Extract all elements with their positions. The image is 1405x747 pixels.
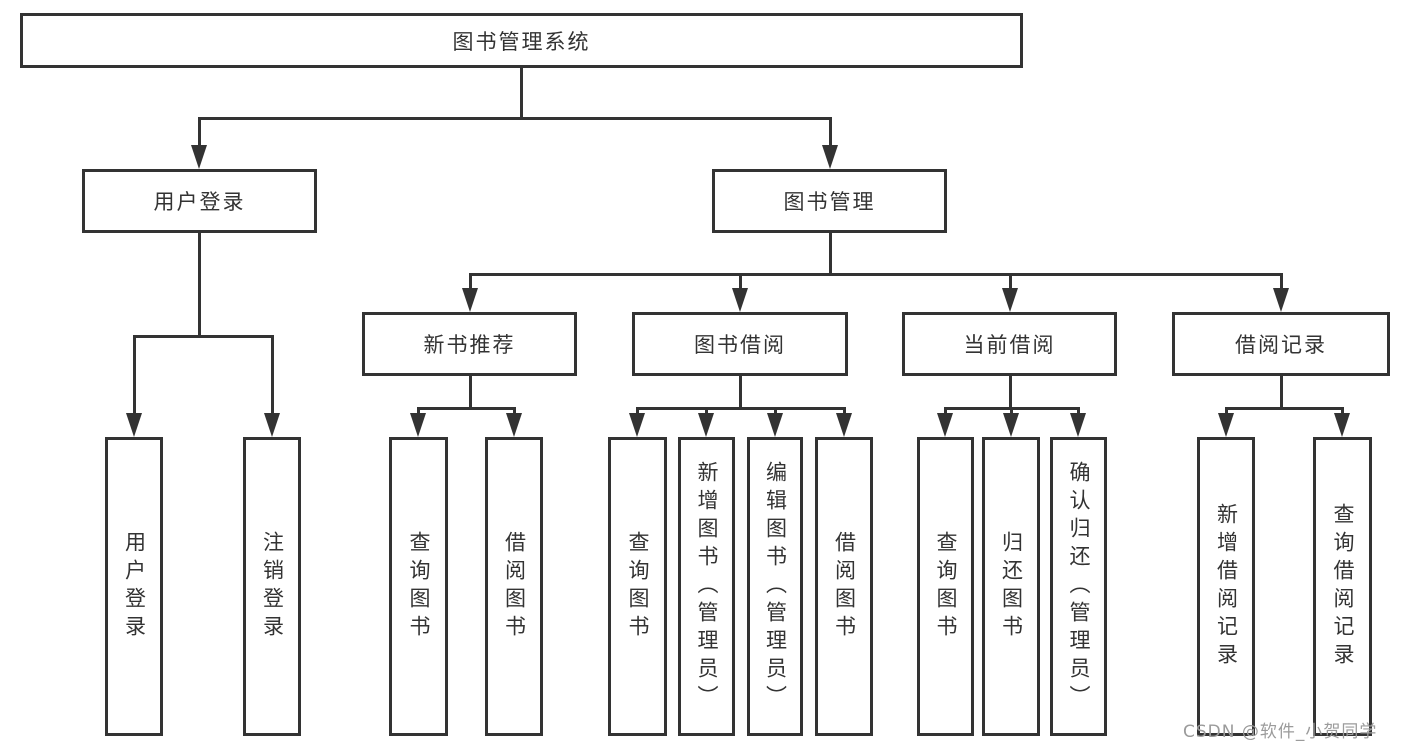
arrow-down-icon bbox=[1334, 413, 1350, 437]
node-cb-return-books: 归还图书 bbox=[982, 437, 1040, 736]
arrow-down-icon bbox=[822, 145, 838, 169]
arrow-down-icon bbox=[462, 288, 478, 312]
node-root-label: 图书管理系统 bbox=[452, 29, 591, 54]
arrow-down-icon bbox=[506, 413, 522, 437]
arrow-down-icon bbox=[836, 413, 852, 437]
node-nbr-borrow-books: 借阅图书 bbox=[485, 437, 543, 736]
arrow-down-icon bbox=[698, 413, 714, 437]
arrow-down-icon bbox=[1070, 413, 1086, 437]
node-leaf-user-login: 用户登录 bbox=[105, 437, 163, 736]
connector-stem bbox=[198, 233, 201, 338]
node-nbr-query-books: 查询图书 bbox=[389, 437, 448, 736]
node-cb-confirm-return-label: 确认归还（管理员） bbox=[1067, 460, 1091, 713]
arrow-down-icon bbox=[1003, 413, 1019, 437]
node-bb-borrow-books-label: 借阅图书 bbox=[832, 530, 857, 643]
arrow-down-icon bbox=[1273, 288, 1289, 312]
node-cb-query-books: 查询图书 bbox=[917, 437, 974, 736]
node-nbr-borrow-books-label: 借阅图书 bbox=[502, 530, 527, 643]
connector-drop bbox=[829, 117, 832, 163]
node-nbr-query-books-label: 查询图书 bbox=[407, 530, 431, 643]
node-bb-edit-books: 编辑图书（管理员） bbox=[747, 437, 803, 736]
node-user-login: 用户登录 bbox=[82, 169, 317, 233]
arrow-down-icon bbox=[191, 145, 207, 169]
node-book-borrowing: 图书借阅 bbox=[632, 312, 848, 376]
node-new-book-recommend: 新书推荐 bbox=[362, 312, 577, 376]
arrow-down-icon bbox=[264, 413, 280, 437]
arrow-down-icon bbox=[126, 413, 142, 437]
connector-drop bbox=[133, 335, 136, 431]
node-br-query-record-label: 查询借阅记录 bbox=[1331, 502, 1355, 671]
connector-rail bbox=[417, 407, 516, 410]
arrow-down-icon bbox=[732, 288, 748, 312]
arrow-down-icon bbox=[410, 413, 426, 437]
connector-rail bbox=[198, 117, 832, 120]
node-leaf-logout: 注销登录 bbox=[243, 437, 301, 736]
connector-stem bbox=[520, 68, 523, 120]
connector-rail bbox=[636, 407, 846, 410]
node-current-borrowing: 当前借阅 bbox=[902, 312, 1117, 376]
arrow-down-icon bbox=[767, 413, 783, 437]
node-br-query-record: 查询借阅记录 bbox=[1313, 437, 1372, 736]
connector-drop bbox=[198, 117, 201, 163]
node-bb-add-books-label: 新增图书（管理员） bbox=[695, 460, 719, 713]
node-bb-query-books-label: 查询图书 bbox=[626, 530, 650, 643]
watermark: CSDN @软件_小贺同学 bbox=[1183, 722, 1378, 742]
node-bb-borrow-books: 借阅图书 bbox=[815, 437, 873, 736]
node-leaf-user-login-label: 用户登录 bbox=[122, 530, 147, 643]
node-cb-confirm-return: 确认归还（管理员） bbox=[1050, 437, 1107, 736]
connector-stem bbox=[469, 376, 472, 410]
node-cb-return-books-label: 归还图书 bbox=[999, 530, 1024, 643]
connector-rail bbox=[1225, 407, 1344, 410]
arrow-down-icon bbox=[1218, 413, 1234, 437]
node-bb-edit-books-label: 编辑图书（管理员） bbox=[763, 460, 788, 713]
connector-rail bbox=[133, 335, 274, 338]
connector-stem bbox=[1009, 376, 1012, 410]
node-bb-add-books: 新增图书（管理员） bbox=[678, 437, 735, 736]
node-bb-query-books: 查询图书 bbox=[608, 437, 667, 736]
node-leaf-logout-label: 注销登录 bbox=[260, 530, 285, 643]
node-book-management-label: 图书管理 bbox=[783, 190, 876, 214]
connector-rail bbox=[469, 273, 1283, 276]
node-borrowing-records-label: 借阅记录 bbox=[1235, 333, 1327, 357]
arrow-down-icon bbox=[937, 413, 953, 437]
node-current-borrowing-label: 当前借阅 bbox=[963, 333, 1056, 357]
arrow-down-icon bbox=[629, 413, 645, 437]
node-br-add-record: 新增借阅记录 bbox=[1197, 437, 1255, 736]
connector-drop bbox=[271, 335, 274, 431]
arrow-down-icon bbox=[1002, 288, 1018, 312]
node-user-login-label: 用户登录 bbox=[153, 190, 246, 214]
node-root: 图书管理系统 bbox=[20, 13, 1023, 68]
node-new-book-recommend-label: 新书推荐 bbox=[423, 333, 516, 357]
node-book-borrowing-label: 图书借阅 bbox=[694, 333, 786, 357]
node-cb-query-books-label: 查询图书 bbox=[934, 530, 958, 643]
node-borrowing-records: 借阅记录 bbox=[1172, 312, 1390, 376]
node-br-add-record-label: 新增借阅记录 bbox=[1214, 502, 1239, 671]
connector-stem bbox=[739, 376, 742, 410]
connector-stem bbox=[829, 233, 832, 276]
connector-stem bbox=[1280, 376, 1283, 410]
node-book-management: 图书管理 bbox=[712, 169, 947, 233]
